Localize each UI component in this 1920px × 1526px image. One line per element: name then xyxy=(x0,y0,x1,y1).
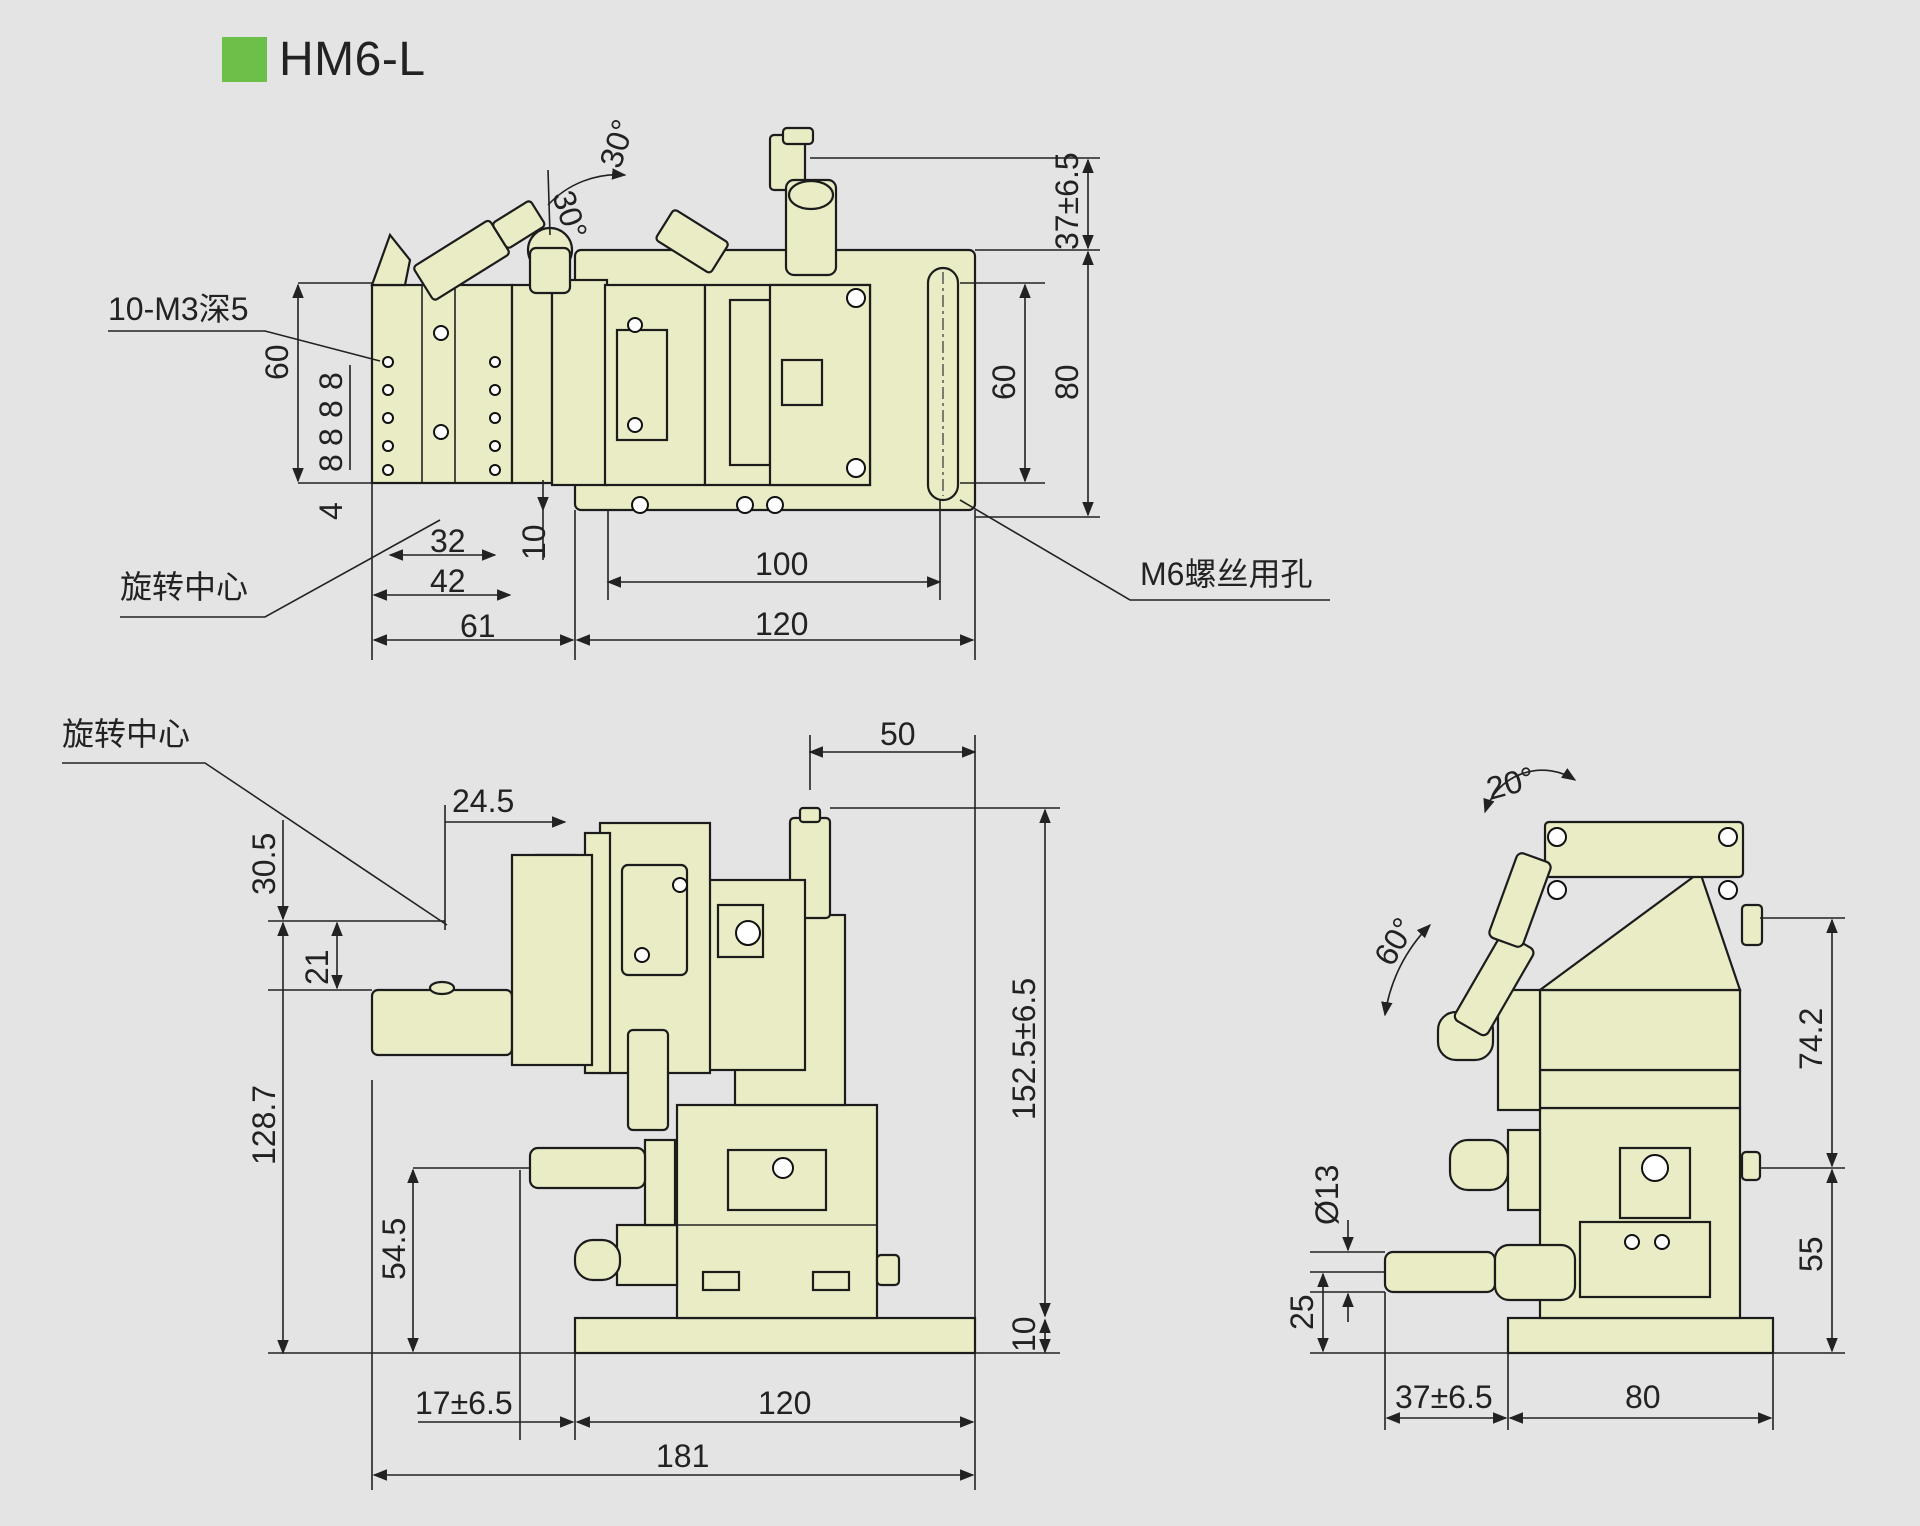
label-thread-holes: 10-M3深5 xyxy=(108,291,249,327)
dim-top-80: 80 xyxy=(1049,364,1085,400)
side-top-stage xyxy=(1543,820,1745,879)
dim-top-8-c: 8 xyxy=(313,428,349,446)
dim-top-61: 61 xyxy=(460,608,496,644)
dim-front-54-5: 54.5 xyxy=(376,1218,412,1280)
dim-top-8-a: 8 xyxy=(313,372,349,390)
thread-holes xyxy=(382,356,501,476)
dim-front-120: 120 xyxy=(758,1385,811,1421)
dim-front-181: 181 xyxy=(656,1438,709,1474)
dim-top-32: 32 xyxy=(430,523,466,559)
dim-top-60-left: 60 xyxy=(259,344,295,380)
front-rotation-plate xyxy=(370,988,514,1057)
side-micrometer xyxy=(1383,1250,1497,1294)
label-rotation-center-front: 旋转中心 xyxy=(62,716,190,752)
dim-side-80: 80 xyxy=(1625,1379,1661,1415)
dim-front-21: 21 xyxy=(299,949,335,985)
dim-top-42: 42 xyxy=(430,563,466,599)
front-base-plate xyxy=(573,1316,977,1355)
top-rotation-block xyxy=(370,283,514,485)
dim-top-100: 100 xyxy=(755,546,808,582)
side-mid-stage xyxy=(1538,988,1742,1072)
dim-front-128-7: 128.7 xyxy=(246,1085,282,1165)
dim-top-4: 4 xyxy=(313,502,349,520)
side-base-plate xyxy=(1506,1316,1775,1355)
title-bar: HM6-L xyxy=(222,32,426,86)
dim-side-55: 55 xyxy=(1793,1236,1829,1272)
dim-top-8-d: 8 xyxy=(313,454,349,472)
dim-top-8-b: 8 xyxy=(313,400,349,418)
dim-front-10: 10 xyxy=(1006,1316,1042,1352)
dim-top-60-right: 60 xyxy=(986,364,1022,400)
dim-side-37: 37±6.5 xyxy=(1395,1379,1493,1415)
mounting-slot xyxy=(926,266,960,502)
top-view: 10-M3深5 旋转中心 M6螺丝用孔 60 8 8 8 8 4 32 42 6… xyxy=(108,115,1330,660)
dim-front-152-5: 152.5±6.5 xyxy=(1006,978,1042,1120)
label-mounting-hole: M6螺丝用孔 xyxy=(1140,556,1312,592)
front-view: 旋转中心 50 24.5 30.5 21 128.7 54.5 152.5±6.… xyxy=(62,716,1060,1490)
label-rotation-center-top: 旋转中心 xyxy=(120,569,248,605)
angle-top-30-a: 30° xyxy=(592,115,641,172)
title-marker-icon xyxy=(222,36,267,82)
dim-side-74-2: 74.2 xyxy=(1793,1008,1829,1070)
angle-side-60: 60° xyxy=(1367,912,1422,972)
front-micrometer-1 xyxy=(528,1146,647,1190)
dim-side-13: Ø13 xyxy=(1309,1165,1345,1225)
dim-front-24-5: 24.5 xyxy=(452,783,514,819)
dim-top-10: 10 xyxy=(516,524,552,560)
dim-front-30-5: 30.5 xyxy=(246,833,282,895)
dim-front-17: 17±6.5 xyxy=(415,1385,513,1421)
dim-front-50: 50 xyxy=(880,716,916,752)
angle-side-20: 20° xyxy=(1482,759,1538,806)
side-view: 20° 60° 74.2 55 Ø13 25 37±6.5 80 xyxy=(1284,759,1845,1430)
dim-top-120: 120 xyxy=(755,606,808,642)
dim-top-37: 37±6.5 xyxy=(1049,152,1085,250)
model-title: HM6-L xyxy=(279,32,426,86)
dim-side-25: 25 xyxy=(1284,1294,1320,1330)
